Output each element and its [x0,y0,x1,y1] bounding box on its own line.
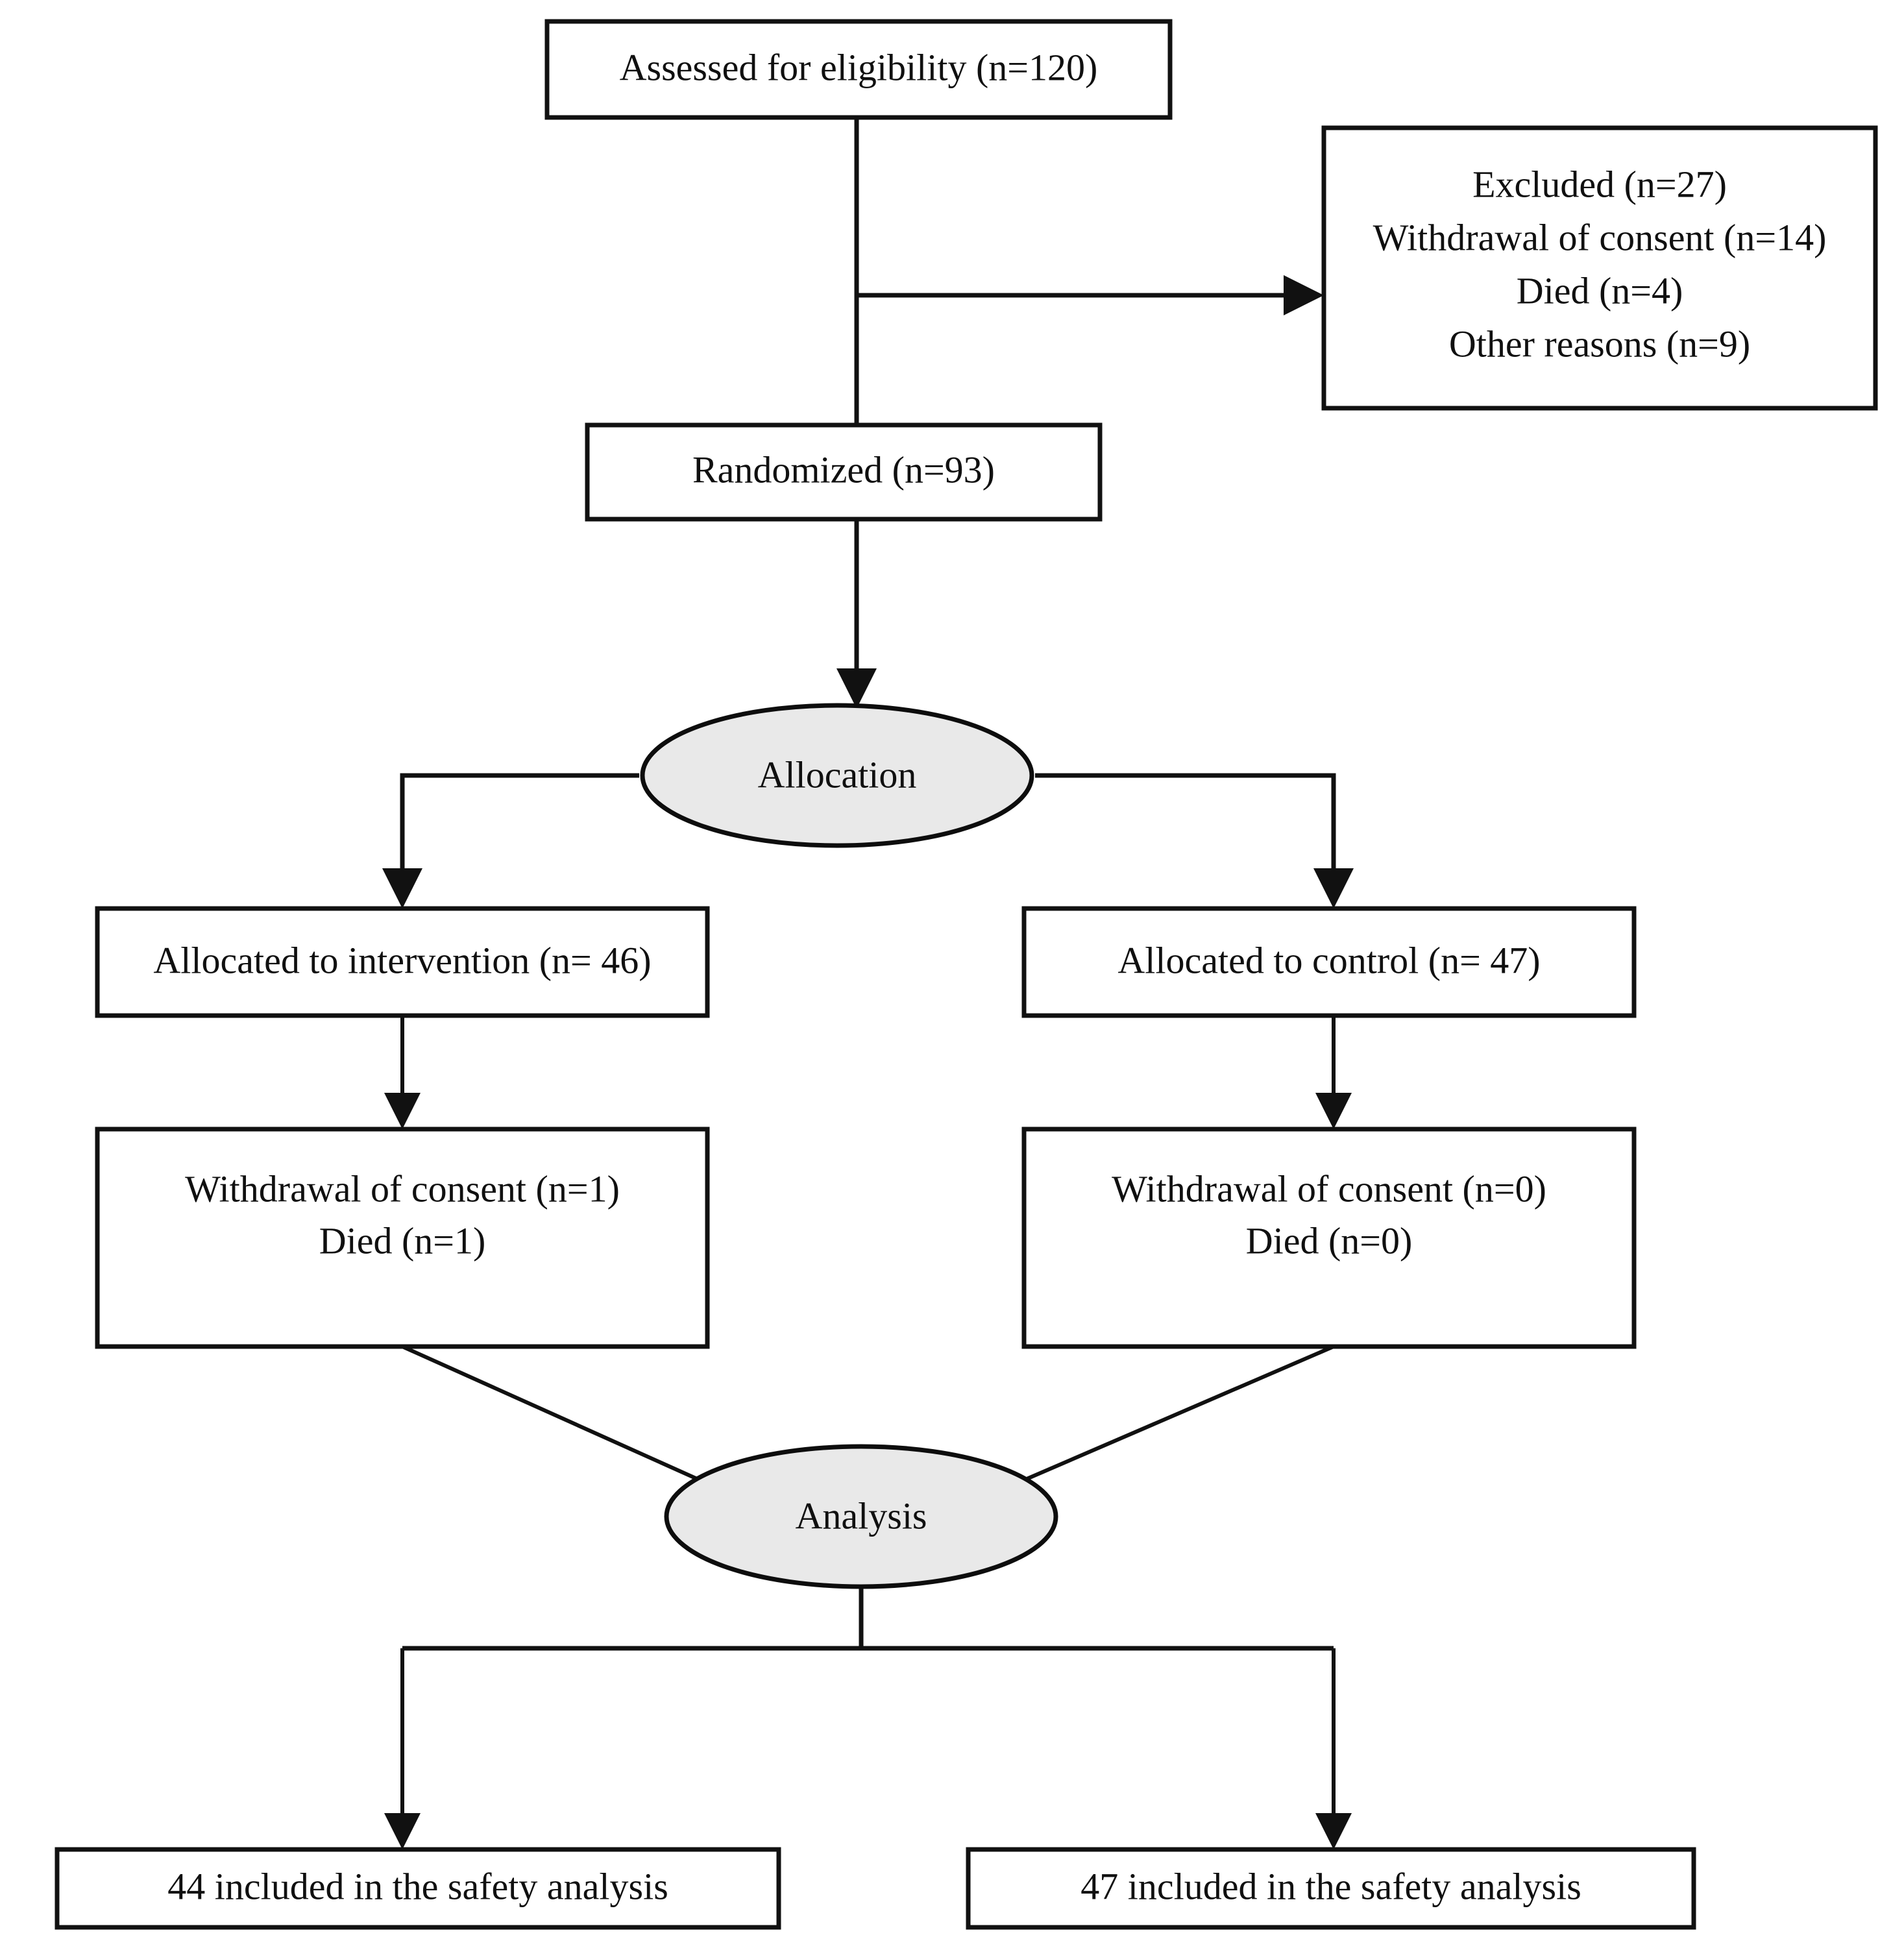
node-allocated-control: Allocated to control (n= 47) [1021,906,1637,1018]
arrowhead-to-followup-control [1315,1093,1352,1129]
node-assessed-for-eligibility: Assessed for eligibility (n=120) [544,19,1173,120]
arrowhead-to-followup-intervention [384,1093,421,1129]
excluded-box [1321,125,1878,411]
node-followup-intervention: Withdrawal of consent (n=1) Died (n=1) [95,1127,710,1349]
arrowhead-to-excluded [1284,275,1324,315]
arrowhead-to-allocated-control [1313,868,1354,909]
arrowhead-to-analysis-control [1315,1813,1352,1849]
connector-followup-control-to-analysis [1001,1345,1335,1491]
followup-control-line-died: Died (n=0) [1246,1219,1413,1262]
assessed-for-eligibility-label: Assessed for eligibility (n=120) [620,46,1098,88]
analysis-ellipse [664,1444,1058,1589]
allocated-intervention-box [95,906,710,1018]
allocation-stage-label: Allocation [758,753,917,796]
allocation-ellipse [640,703,1034,848]
excluded-line-withdrawal: Withdrawal of consent (n=14) [1373,216,1827,258]
excluded-line-died: Died (n=4) [1517,269,1683,311]
node-followup-control: Withdrawal of consent (n=0) Died (n=0) [1021,1127,1637,1349]
node-analysis-stage: Analysis [664,1444,1058,1589]
node-excluded: Excluded (n=27) Withdrawal of consent (n… [1321,125,1878,411]
connector-allocation-to-intervention [400,773,639,883]
allocated-control-box [1021,906,1637,1018]
followup-control-box [1021,1127,1637,1349]
node-randomized: Randomized (n=93) [585,422,1103,522]
followup-intervention-box [95,1127,710,1349]
excluded-line-total: Excluded (n=27) [1472,163,1727,205]
arrowhead-to-analysis-intervention [384,1813,421,1849]
analysis-stage-label: Analysis [796,1494,927,1537]
node-analysis-intervention: 44 included in the safety analysis [55,1847,781,1930]
arrowhead-to-allocated-intervention [382,868,422,909]
analysis-control-box [966,1847,1696,1930]
node-analysis-control: 47 included in the safety analysis [966,1847,1696,1930]
node-allocated-intervention: Allocated to intervention (n= 46) [95,906,710,1018]
node-allocation-stage: Allocation [640,703,1034,848]
analysis-control-label: 47 included in the safety analysis [1080,1865,1581,1907]
excluded-line-other: Other reasons (n=9) [1449,323,1750,365]
followup-control-line-withdrawal: Withdrawal of consent (n=0) [1112,1167,1546,1210]
connector-followup-intervention-to-analysis [401,1345,722,1491]
randomized-label: Randomized (n=93) [692,448,995,491]
analysis-intervention-box [55,1847,781,1930]
followup-intervention-line-died: Died (n=1) [319,1219,486,1262]
followup-intervention-line-withdrawal: Withdrawal of consent (n=1) [185,1167,620,1210]
arrowhead-to-allocation [836,668,877,709]
analysis-intervention-label: 44 included in the safety analysis [167,1865,668,1907]
assessed-for-eligibility-box [544,19,1173,120]
connector-allocation-to-control [1035,773,1336,883]
allocated-control-label: Allocated to control (n= 47) [1117,939,1540,981]
randomized-box [585,422,1103,522]
allocated-intervention-label: Allocated to intervention (n= 46) [153,939,651,981]
